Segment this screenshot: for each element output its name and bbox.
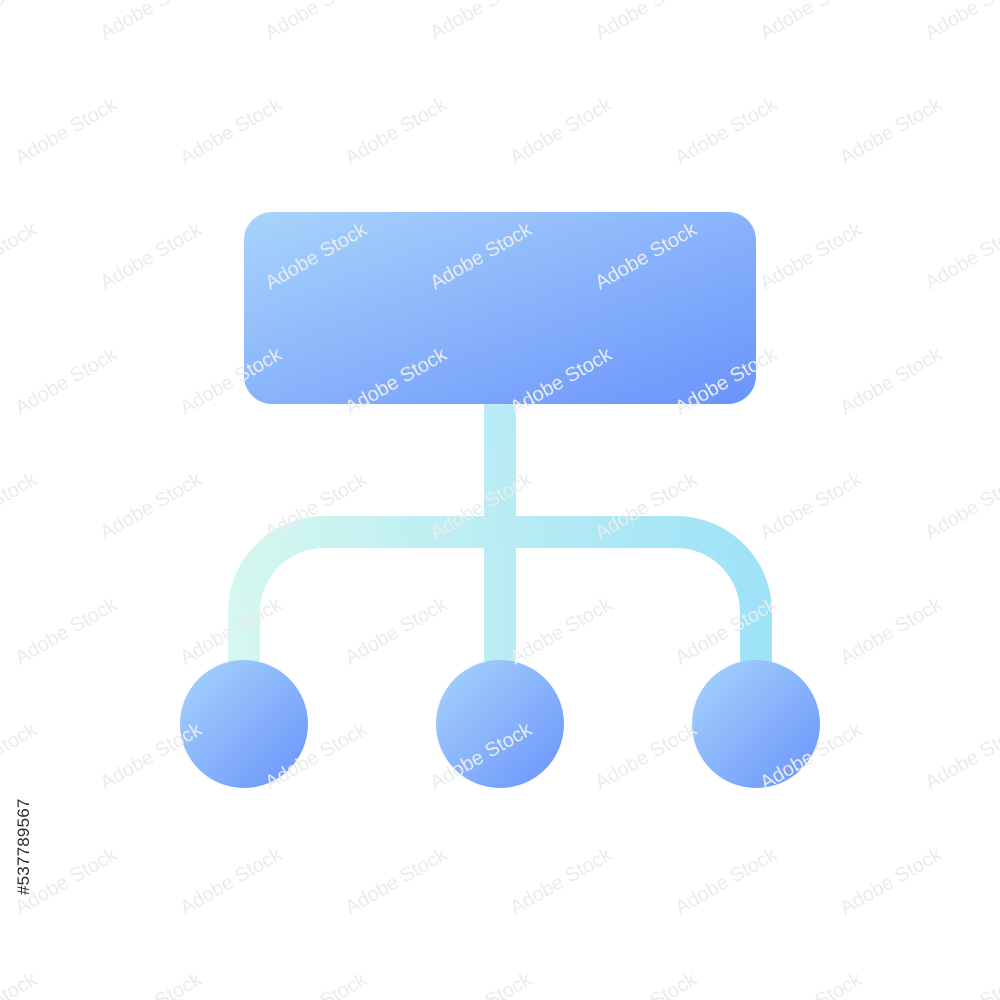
parent-node-box xyxy=(244,212,756,404)
child-node-left xyxy=(180,660,308,788)
child-node-right xyxy=(692,660,820,788)
branch-connector xyxy=(228,516,772,665)
connector-lines xyxy=(228,400,772,665)
stock-id-label: #537789567 xyxy=(14,798,33,895)
child-node-center xyxy=(436,660,564,788)
